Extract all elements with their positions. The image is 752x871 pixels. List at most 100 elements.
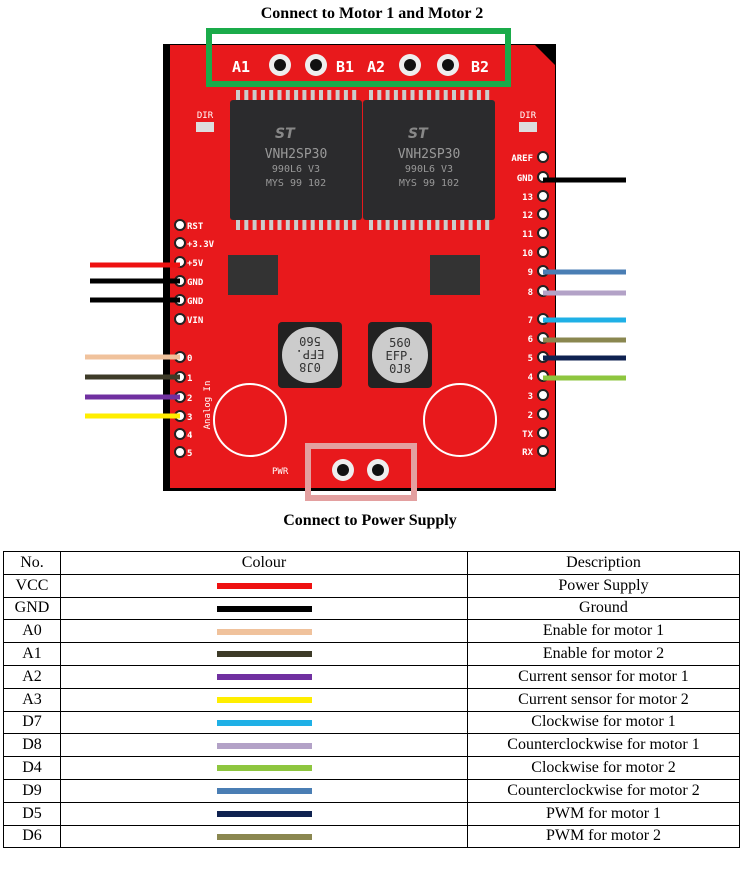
header-no: No. <box>3 551 61 575</box>
cell-no: D6 <box>3 824 61 849</box>
pin-label: 2 <box>187 394 192 404</box>
terminal-label: B2 <box>471 58 489 76</box>
pin-label: 1 <box>187 374 192 384</box>
table-row: D4 Clockwise for motor 2 <box>3 756 740 780</box>
svg-text:560: 560 <box>299 334 321 348</box>
header-pin <box>537 427 549 439</box>
cell-no: D5 <box>3 801 61 826</box>
motor-terminal-highlight <box>206 28 511 87</box>
pin-label: 2 <box>528 411 533 421</box>
header-pin <box>537 389 549 401</box>
pin-label: +3.3V <box>187 240 215 250</box>
cell-description: Counterclockwise for motor 2 <box>467 778 740 803</box>
pin-label: VIN <box>187 316 203 326</box>
table-row: D6 PWM for motor 2 <box>3 824 740 849</box>
cell-colour <box>60 664 468 689</box>
dir-label: DIR <box>520 111 537 121</box>
svg-text:ST: ST <box>408 126 429 142</box>
header-pin <box>537 445 549 457</box>
svg-text:ST: ST <box>275 126 296 142</box>
cell-no: A3 <box>3 687 61 712</box>
pin-label: +5V <box>187 259 204 269</box>
table-row: VCC Power Supply <box>3 573 740 598</box>
cell-colour <box>60 573 468 598</box>
table-row: D5 PWM for motor 1 <box>3 801 740 826</box>
svg-text:EFP.: EFP. <box>296 347 325 361</box>
svg-text:990L6 V3: 990L6 V3 <box>405 164 453 175</box>
pin-label: AREF <box>511 154 533 164</box>
pin-label: 10 <box>522 249 533 259</box>
pin-label: 11 <box>522 230 533 240</box>
cell-no: D9 <box>3 778 61 803</box>
cell-description: Clockwise for motor 2 <box>467 756 740 780</box>
header-pin <box>537 208 549 220</box>
pcb <box>170 45 555 488</box>
svg-text:VNH2SP30: VNH2SP30 <box>265 147 328 162</box>
pin-label: 4 <box>187 431 193 441</box>
table-row: D8 Counterclockwise for motor 1 <box>3 733 740 758</box>
pin-label: 6 <box>528 335 533 345</box>
table-row: D9 Counterclockwise for motor 2 <box>3 778 740 803</box>
colour-swatch <box>216 651 312 658</box>
capacitor <box>372 327 428 383</box>
dir-label: DIR <box>197 111 214 121</box>
cell-description: Power Supply <box>467 573 740 598</box>
cell-colour <box>60 778 468 803</box>
capacitor <box>282 327 338 383</box>
pwr-label: PWR <box>272 467 289 477</box>
analog-in-label: Analog In <box>203 381 213 430</box>
pin-label: 5 <box>528 354 533 364</box>
pin-label: 0 <box>187 354 192 364</box>
cell-description: Ground <box>467 596 740 621</box>
colour-swatch <box>216 697 312 703</box>
cell-description: Counterclockwise for motor 1 <box>467 733 740 758</box>
power-terminal-highlight <box>305 443 417 501</box>
cell-no: D7 <box>3 710 61 735</box>
header-pin <box>174 219 186 231</box>
header-pin <box>174 237 186 249</box>
table-row: GND Ground <box>3 596 740 621</box>
cell-colour <box>60 642 468 666</box>
terminal-label: A1 <box>232 58 250 76</box>
colour-swatch <box>216 742 312 749</box>
svg-text:0J8: 0J8 <box>299 360 321 374</box>
cell-colour <box>60 824 468 849</box>
svg-text:560: 560 <box>389 336 411 350</box>
svg-text:VNH2SP30: VNH2SP30 <box>398 147 461 162</box>
colour-swatch <box>216 583 312 590</box>
svg-text:0J8: 0J8 <box>389 362 411 376</box>
caption-motor: Connect to Motor 1 and Motor 2 <box>260 5 484 22</box>
pin-label: RX <box>522 448 533 458</box>
cell-description: Current sensor for motor 2 <box>467 687 740 712</box>
svg-text:990L6 V3: 990L6 V3 <box>272 164 320 175</box>
pin-label: GND <box>187 278 204 288</box>
caption-power: Connect to Power Supply <box>283 512 457 529</box>
cell-description: Clockwise for motor 1 <box>467 710 740 735</box>
cell-no: D4 <box>3 756 61 780</box>
pin-label: 13 <box>522 193 533 203</box>
table-row: A0 Enable for motor 1 <box>3 619 740 644</box>
cell-no: A1 <box>3 642 61 666</box>
cell-no: VCC <box>3 573 61 598</box>
pin-label: 5 <box>187 449 192 459</box>
colour-swatch <box>216 719 312 726</box>
table-row: D7 Clockwise for motor 1 <box>3 710 740 735</box>
header-pin <box>537 227 549 239</box>
cell-description: Enable for motor 2 <box>467 642 740 666</box>
header-pin <box>537 408 549 420</box>
cell-colour <box>60 733 468 758</box>
header-colour: Colour <box>60 551 468 575</box>
colour-swatch <box>216 628 312 635</box>
pin-label: RST <box>187 222 204 232</box>
table-header-row: No. Colour Description <box>3 551 740 575</box>
cell-colour <box>60 756 468 780</box>
pin-label: 3 <box>528 392 533 402</box>
pin-label: 12 <box>522 211 533 221</box>
cell-colour <box>60 687 468 712</box>
colour-swatch <box>216 788 312 795</box>
colour-swatch <box>216 605 312 612</box>
table-row: A1 Enable for motor 2 <box>3 642 740 666</box>
